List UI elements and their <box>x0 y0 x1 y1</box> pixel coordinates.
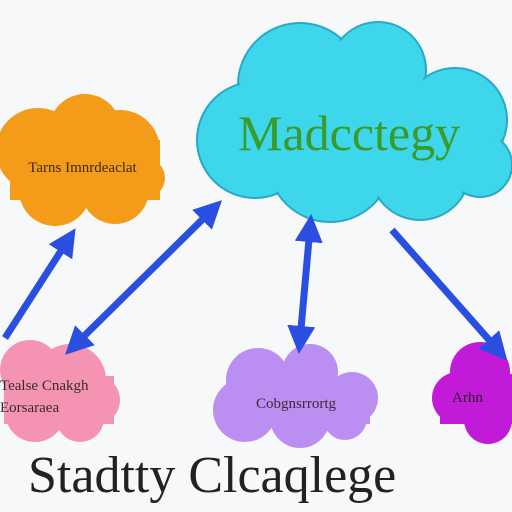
pink-cloud-label-line1: Tealse Cnakgh <box>0 378 89 394</box>
orange-cloud <box>0 94 165 226</box>
purple-cloud-label: Cobgnsrrortg <box>256 396 336 412</box>
arrow-main-purple-bidirectional <box>287 214 323 354</box>
main-cloud <box>196 21 512 223</box>
arrow-main-to-magenta <box>389 227 508 361</box>
footer-title: Stadtty Clcaqlege <box>28 447 397 504</box>
arrow-pink-to-orange <box>2 228 76 340</box>
purple-cloud <box>213 344 378 448</box>
main-cloud-label: Madcctegy <box>238 105 461 161</box>
pink-cloud <box>0 340 120 442</box>
orange-cloud-label: Tarns Imnrdeaclat <box>28 160 137 176</box>
pink-cloud-label-line2: Eorsaraea <box>0 400 60 416</box>
arrow-main-pink-bidirectional <box>65 200 222 355</box>
magenta-cloud-label: Arhn <box>452 390 483 406</box>
magenta-cloud <box>432 342 512 444</box>
